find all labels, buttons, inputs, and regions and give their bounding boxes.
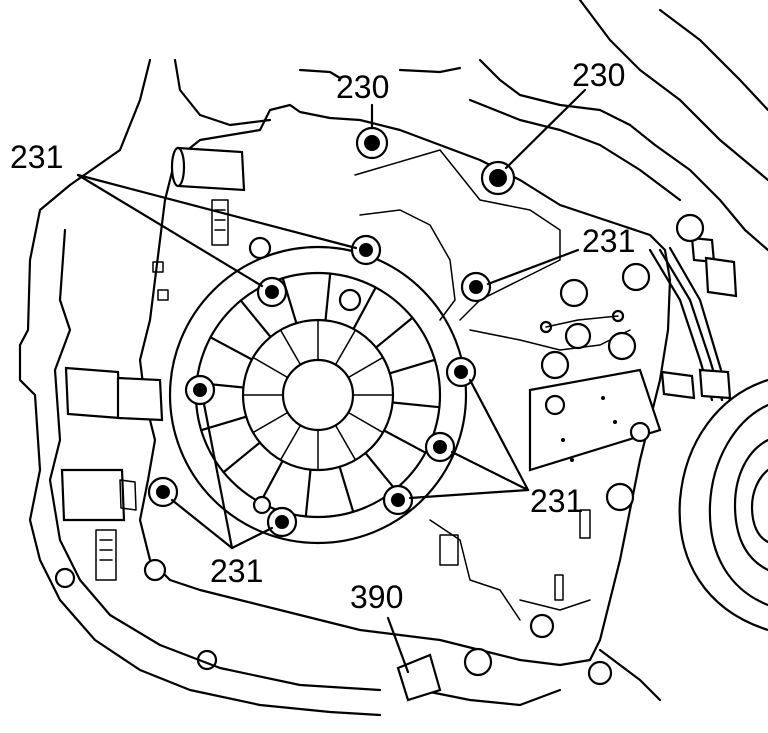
callout-231-right: 231	[582, 223, 635, 259]
inner-spoke	[347, 356, 384, 379]
outer-spoke	[304, 468, 312, 518]
callout-231-top-left: 231	[10, 139, 63, 175]
outer-spoke	[388, 358, 436, 375]
inner-spoke	[279, 424, 302, 461]
outer-spoke	[324, 272, 332, 322]
part-390	[396, 653, 442, 702]
pump-cover	[168, 245, 468, 545]
other-hardware	[143, 213, 705, 686]
inner-spoke	[334, 329, 357, 366]
outer-spoke	[259, 459, 284, 504]
right-valve-section	[528, 236, 738, 472]
callout-231-bottom-right: 231	[530, 483, 583, 519]
outer-spoke	[239, 299, 272, 339]
inner-spoke	[252, 356, 289, 379]
outer-spoke	[352, 286, 377, 331]
transmission-case	[18, 0, 768, 717]
outer-spoke	[209, 336, 254, 361]
outer-spoke	[391, 401, 441, 409]
callout-230-right: 230	[572, 57, 625, 93]
outer-spoke	[338, 465, 355, 513]
bolt-230-left	[355, 126, 389, 160]
left-solenoids	[60, 146, 246, 581]
leader-lines	[76, 88, 587, 674]
callout-231-bottom: 231	[210, 553, 263, 589]
inner-spoke	[347, 411, 384, 434]
outer-spoke	[382, 429, 427, 454]
callout-230-left: 230	[336, 69, 389, 105]
outer-spoke	[222, 441, 262, 474]
inner-spoke	[252, 411, 289, 434]
callout-labels: 230 230 231 231 231 231 390	[10, 57, 635, 615]
inner-spoke	[279, 329, 302, 366]
outer-spoke	[374, 316, 414, 349]
callout-390: 390	[350, 579, 403, 615]
pump-housing	[678, 378, 768, 632]
bolt-230-right	[480, 160, 516, 196]
outer-spoke	[364, 451, 397, 491]
inner-spoke	[334, 424, 357, 461]
bolt-231	[147, 234, 492, 538]
